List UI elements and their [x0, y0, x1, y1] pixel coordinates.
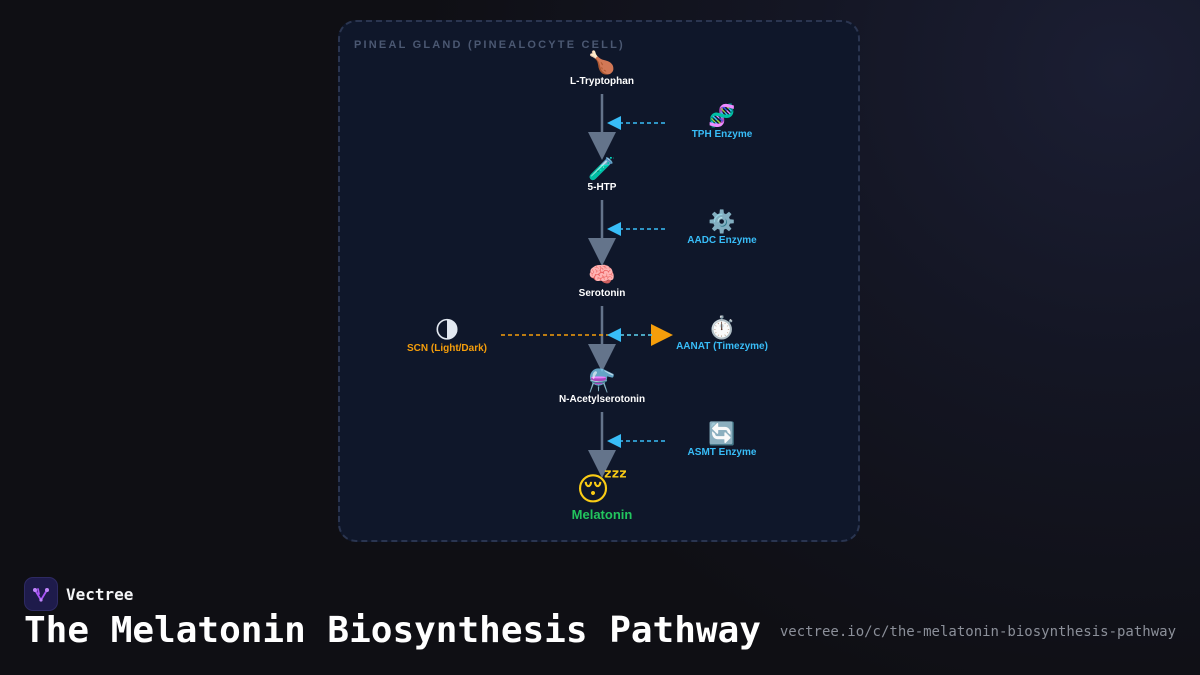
enzyme-aadc: ⚙️ AADC Enzyme [652, 210, 792, 247]
enzyme-label: AADC Enzyme [687, 235, 757, 246]
conversion-arrowhead-1 [588, 132, 616, 160]
conversion-arrowhead-2 [588, 238, 616, 266]
enzyme-label: AANAT (Timezyme) [676, 341, 768, 352]
main-arrows [588, 94, 616, 478]
node-label: Melatonin [571, 507, 633, 522]
refresh-arrows-icon: 🔄 [708, 422, 736, 447]
regulator-label: SCN (Light/Dark) [407, 343, 487, 354]
enzyme-arrowhead-asmt [607, 434, 621, 448]
node-l-tryptophan: 🍗 L-Tryptophan [532, 51, 672, 88]
page-title: The Melatonin Biosynthesis Pathway [24, 610, 761, 651]
node-label: N-Acetylserotonin [558, 394, 646, 405]
brand-name: Vectree [66, 584, 134, 604]
conversion-arrowhead-3 [588, 344, 616, 372]
dna-icon: 🧬 [708, 104, 736, 129]
enzyme-arrowhead-tph [607, 116, 621, 130]
moon-phase-icon: 🌗 [434, 316, 460, 344]
panel-title: PINEAL GLAND (PINEALOCYTE CELL) [354, 39, 625, 51]
alembic-icon: ⚗️ [588, 369, 616, 394]
node-serotonin: 🧠 Serotonin [532, 263, 672, 300]
brand: Vectree [24, 577, 133, 611]
sleeping-face-icon: 😴 [576, 470, 628, 508]
test-tube-icon: 🧪 [588, 157, 616, 182]
node-label: 5-HTP [587, 182, 617, 193]
node-5-htp: 🧪 5-HTP [532, 157, 672, 194]
scn-regulation-arrow [501, 324, 673, 346]
node-n-acetylserotonin: ⚗️ N-Acetylserotonin [532, 369, 672, 406]
drumstick-icon: 🍗 [588, 51, 616, 76]
conversion-arrowhead-4 [588, 450, 616, 478]
node-melatonin: 😴 Melatonin [532, 473, 672, 522]
enzyme-tph: 🧬 TPH Enzyme [652, 104, 792, 141]
enzyme-arrowhead-aadc [607, 222, 621, 236]
gear-icon: ⚙️ [708, 210, 736, 235]
stopwatch-icon: ⏱️ [708, 316, 736, 341]
page-url[interactable]: vectree.io/c/the-melatonin-biosynthesis-… [779, 624, 1176, 640]
enzyme-arrowhead-aanat [607, 328, 621, 342]
brain-icon: 🧠 [588, 263, 616, 288]
pathway-arrows [501, 94, 673, 478]
vectree-logo-icon [24, 577, 58, 611]
node-label: L-Tryptophan [570, 76, 634, 87]
enzyme-arrows [607, 116, 665, 448]
pineal-gland-panel: PINEAL GLAND (PINEALOCYTE CELL) [338, 20, 860, 542]
enzyme-label: ASMT Enzyme [687, 447, 757, 458]
node-label: Serotonin [578, 288, 626, 299]
enzyme-label: TPH Enzyme [691, 129, 753, 140]
enzyme-aanat: ⏱️ AANAT (Timezyme) [652, 316, 792, 353]
regulator-scn: 🌗 SCN (Light/Dark) [377, 318, 517, 354]
enzyme-asmt: 🔄 ASMT Enzyme [652, 422, 792, 459]
